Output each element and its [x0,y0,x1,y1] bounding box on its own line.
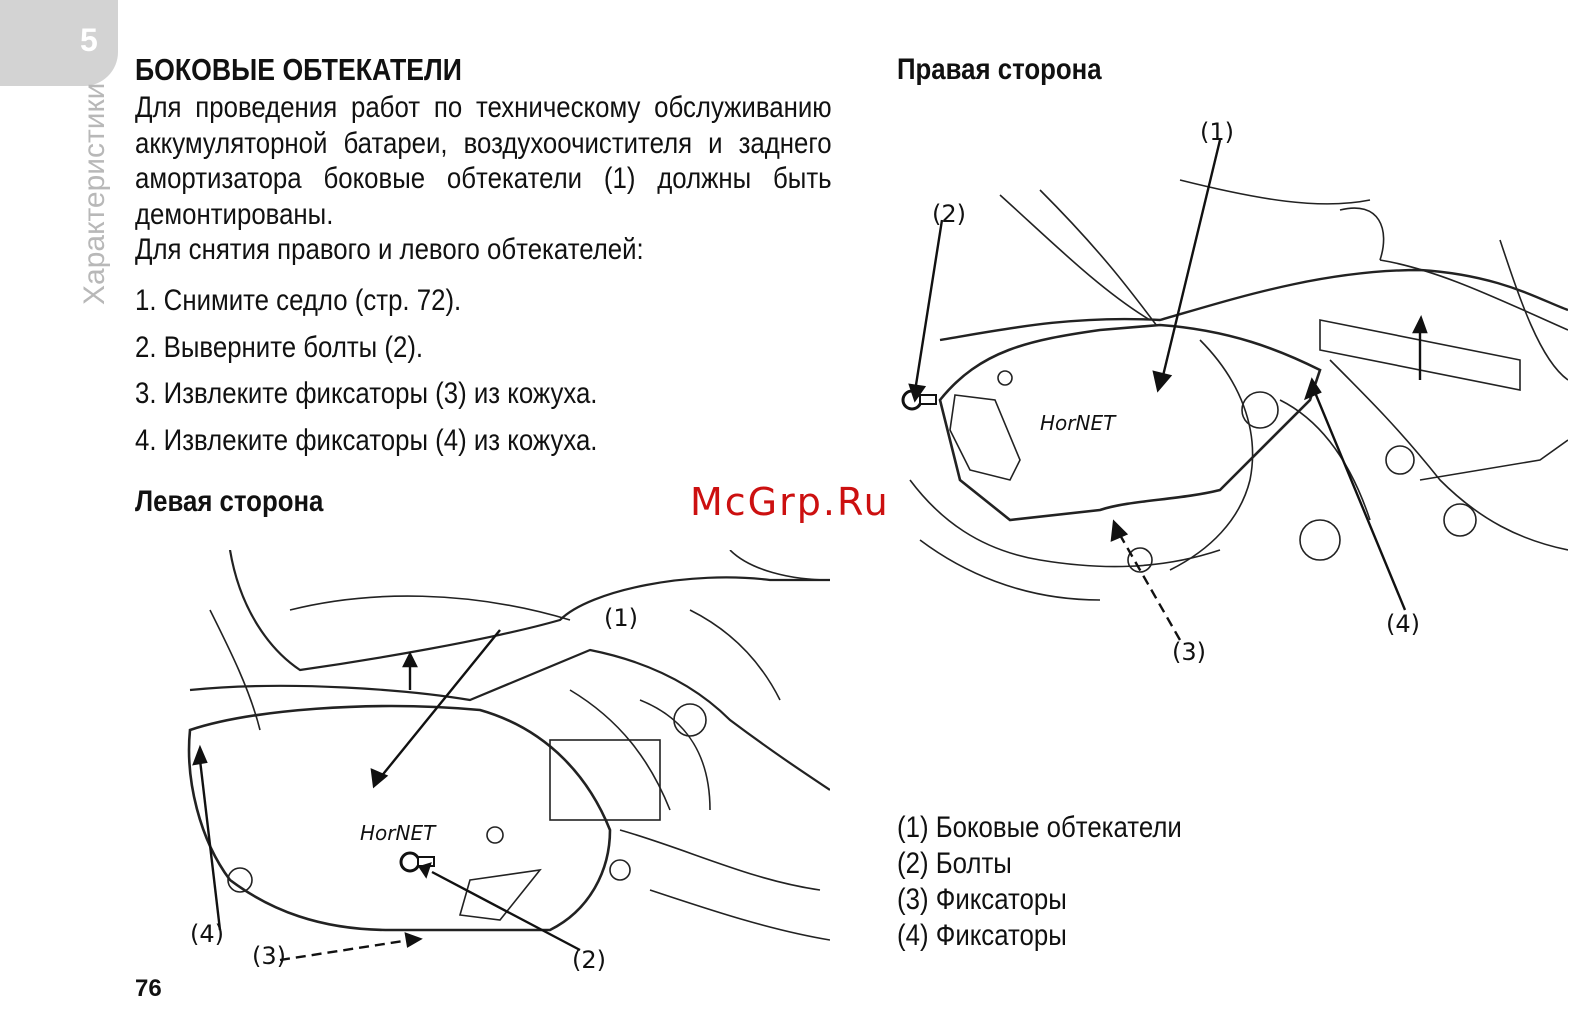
page-number: 76 [135,975,162,1002]
left-callout-4: (4) [190,920,224,948]
steps-list: 1. Снимите седло (стр. 72). 2. Выверните… [135,278,597,464]
left-side-illustration: HorNET (1) (4) (3) (2) [187,550,830,974]
watermark: McGrp.Ru [690,480,890,524]
chapter-tab: 5 [0,0,118,86]
legend-item: (1) Боковые обтекатели [897,811,1182,844]
legend-item: (3) Фиксаторы [897,883,1067,916]
right-hornet-logo: HorNET [1040,411,1117,435]
section-heading: БОКОВЫЕ ОБТЕКАТЕЛИ [135,52,462,87]
left-callout-2: (2) [572,946,606,974]
step-item: 3. Извлеките фиксаторы (3) из кожуха. [135,377,598,410]
left-callout-1: (1) [604,604,638,632]
right-callout-3: (3) [1172,638,1206,666]
step-item: 4. Извлеките фиксаторы (4) из кожуха. [135,423,598,457]
legend: (1) Боковые обтекатели (2) Болты (3) Фик… [897,810,1182,954]
step-item: 2. Выверните болты (2). [135,330,424,364]
right-callout-1: (1) [1200,118,1234,146]
left-callout-3: (3) [252,942,286,970]
left-side-title: Левая сторона [135,485,324,518]
legend-item: (2) Болты [897,847,1012,880]
left-hornet-logo: HorNET [360,821,437,845]
legend-item: (4) Фиксаторы [897,919,1067,952]
right-side-illustration: HorNET (1) (2) (3) (4) [901,118,1568,666]
chapter-title: Характеристики [78,82,111,305]
step-item: 1. Снимите седло (стр. 72). [135,284,462,317]
right-side-title: Правая сторона [897,53,1102,86]
intro-paragraph: Для снятия правого и левого обтекателей: [135,233,644,266]
intro-text: Для проведения работ по техническому обс… [135,90,832,268]
chapter-number: 5 [80,22,98,58]
intro-paragraph: Для проведения работ по техническому обс… [135,91,832,231]
right-callout-2: (2) [932,200,966,228]
right-callout-4: (4) [1386,610,1420,638]
